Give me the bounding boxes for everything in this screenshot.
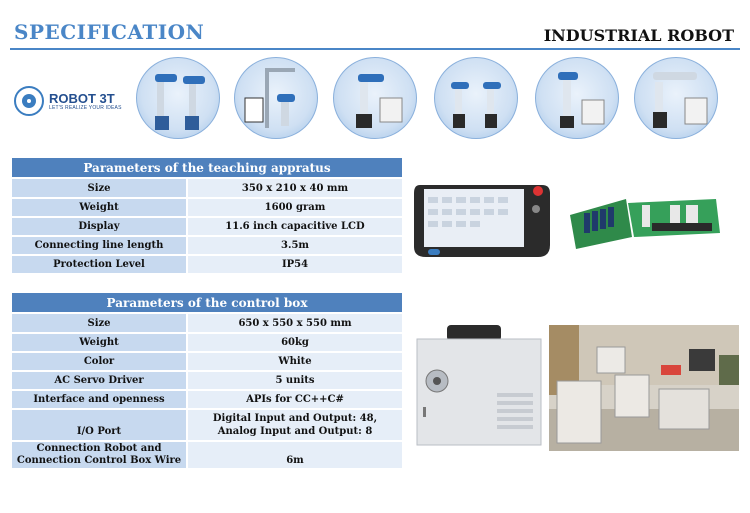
table-row: Interface and openness APIs for CC++C#: [11, 390, 403, 409]
brand-logo: ROBOT 3T LET'S REALIZE YOUR IDEAS: [14, 86, 134, 116]
teaching-table-title: Parameters of the teaching appratus: [11, 157, 403, 178]
spec-value: 1600 gram: [187, 198, 403, 217]
spec-value: 3.5m: [187, 236, 403, 255]
spec-value: 350 x 210 x 40 mm: [187, 178, 403, 198]
table-row: Protection Level IP54: [11, 255, 403, 274]
robot-thumbnail-3: [333, 57, 417, 139]
table-row: Connection Robot and Connection Control …: [11, 441, 403, 469]
robot-thumbnail-2: [234, 57, 318, 139]
table-row: Color White: [11, 352, 403, 371]
spec-key: Connection Robot and Connection Control …: [11, 441, 187, 469]
spec-key: I/O Port: [11, 409, 187, 441]
spec-key: Protection Level: [11, 255, 187, 274]
spec-value: 6m: [187, 441, 403, 469]
spec-key: Weight: [11, 198, 187, 217]
robot-thumbnail-4: [434, 57, 518, 139]
teaching-pendant-image: [410, 177, 554, 263]
table-row: Weight 60kg: [11, 333, 403, 352]
spec-value: Digital Input and Output: 48, Analog Inp…: [187, 409, 403, 441]
spec-value: 11.6 inch capacitive LCD: [187, 217, 403, 236]
spec-key: Size: [11, 178, 187, 198]
spec-value: IP54: [187, 255, 403, 274]
product-title: INDUSTRIAL ROBOT: [543, 26, 734, 45]
table-row: Weight 1600 gram: [11, 198, 403, 217]
control-spec-table: Parameters of the control box Size 650 x…: [11, 292, 403, 469]
table-row: Size 350 x 210 x 40 mm: [11, 178, 403, 198]
table-row: Display 11.6 inch capacitive LCD: [11, 217, 403, 236]
control-box-image: [415, 323, 545, 447]
spec-value: APIs for CC++C#: [187, 390, 403, 409]
workshop-photo: [549, 325, 739, 451]
logo-tagline: LET'S REALIZE YOUR IDEAS: [49, 104, 122, 111]
spec-key: Connecting line length: [11, 236, 187, 255]
spec-value: 60kg: [187, 333, 403, 352]
spec-value: White: [187, 352, 403, 371]
table-row: Connecting line length 3.5m: [11, 236, 403, 255]
table-row: I/O Port Digital Input and Output: 48, A…: [11, 409, 403, 441]
robot-thumbnail-1: [136, 57, 220, 139]
spec-key: Interface and openness: [11, 390, 187, 409]
page-title: SPECIFICATION: [14, 20, 205, 44]
logo-icon: [14, 86, 44, 116]
spec-key: Weight: [11, 333, 187, 352]
spec-key: Color: [11, 352, 187, 371]
robot-thumbnail-5: [535, 57, 619, 139]
spec-key: Display: [11, 217, 187, 236]
logo-name: ROBOT 3T: [49, 90, 115, 106]
robot-thumbnail-6: [634, 57, 718, 139]
io-board-image: [566, 193, 724, 251]
spec-value: 650 x 550 x 550 mm: [187, 313, 403, 333]
spec-value: 5 units: [187, 371, 403, 390]
teaching-spec-table: Parameters of the teaching appratus Size…: [11, 157, 403, 274]
control-table-title: Parameters of the control box: [11, 292, 403, 313]
title-divider: [10, 48, 740, 50]
spec-key: AC Servo Driver: [11, 371, 187, 390]
table-row: AC Servo Driver 5 units: [11, 371, 403, 390]
spec-key: Size: [11, 313, 187, 333]
table-row: Size 650 x 550 x 550 mm: [11, 313, 403, 333]
